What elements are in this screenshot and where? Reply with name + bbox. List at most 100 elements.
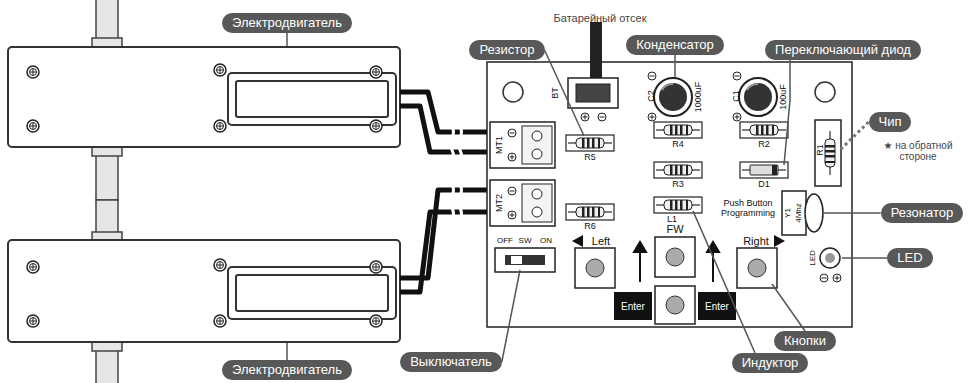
motor-body <box>8 47 400 342</box>
board-label: C2 <box>647 90 657 102</box>
board-label: FW <box>666 223 683 235</box>
callout-text: Электродвигатель <box>232 15 342 30</box>
callout-text: Индуктор <box>742 355 799 370</box>
board-label: 4Mhz <box>795 203 804 223</box>
board-label: R1 <box>816 144 826 156</box>
screw <box>214 120 226 132</box>
leader-line <box>286 33 288 46</box>
board-label: BT <box>551 87 561 99</box>
plus-mark <box>833 274 841 282</box>
board-label: ★ на обратной стороне <box>872 140 964 162</box>
motor-connector <box>490 122 555 226</box>
leader-line <box>286 343 288 360</box>
leader-line <box>674 55 676 77</box>
screw <box>370 120 382 132</box>
resistor-symbol <box>654 122 702 138</box>
screw <box>27 120 39 132</box>
minus-mark <box>648 72 656 80</box>
plus-mark <box>648 113 656 121</box>
callout-pill: Выключатель <box>400 352 502 372</box>
board-label: R2 <box>758 140 770 150</box>
resonator-symbol <box>782 191 823 235</box>
minus-mark <box>820 274 828 282</box>
direction-arrow <box>572 235 785 282</box>
callout-pill: Резистор <box>469 40 544 60</box>
callout-text: Чип <box>879 114 902 129</box>
minus-mark <box>598 113 606 121</box>
callout-pill: Резонатор <box>881 203 963 223</box>
board-label: OFF <box>497 237 513 246</box>
board-label: LED <box>809 250 818 266</box>
leader-line <box>784 60 790 165</box>
screw <box>370 315 382 327</box>
board-label: SW <box>519 237 532 246</box>
callout-pill: Конденсатор <box>626 35 724 55</box>
minus-mark <box>733 72 741 80</box>
battery-connector <box>576 84 610 102</box>
motor-wire <box>400 92 500 292</box>
board-label: Right <box>743 235 769 247</box>
leader-line <box>545 50 584 136</box>
board-label: Enter <box>705 301 729 312</box>
screw <box>27 261 39 273</box>
screw <box>214 64 226 76</box>
plus-mark <box>508 211 516 219</box>
board-label: Left <box>592 235 610 247</box>
resistor-symbol <box>825 131 835 175</box>
board-label: MT1 <box>495 136 505 154</box>
board-label: MT2 <box>495 194 505 212</box>
chip-footprint <box>815 120 841 186</box>
resistor-symbol <box>566 204 614 220</box>
plus-mark <box>733 113 741 121</box>
board-label: ON <box>540 237 552 246</box>
minus-mark <box>508 187 516 195</box>
resistor-symbol <box>654 162 702 178</box>
callout-text: Кнопки <box>784 333 826 348</box>
callout-text: Переключающий диод <box>775 42 911 57</box>
callout-text: Резистор <box>479 42 534 57</box>
leader-line <box>842 257 887 259</box>
resistor-symbol <box>566 135 614 151</box>
leader-line <box>693 211 755 353</box>
screw <box>370 66 382 78</box>
board-label: Push Button Programming <box>713 199 783 219</box>
board-label: Батарейный отсек <box>554 12 647 24</box>
pcb-board <box>487 62 852 327</box>
callout-text: Выключатель <box>410 354 492 369</box>
leader-line <box>824 212 881 214</box>
plus-mark <box>581 113 589 121</box>
component-symbols <box>27 64 841 327</box>
screw <box>370 261 382 273</box>
leader-line <box>502 270 520 362</box>
plus-mark <box>508 153 516 161</box>
screw <box>214 259 226 271</box>
board-label: R3 <box>672 180 684 190</box>
callout-text: LED <box>897 250 922 265</box>
callout-pill: Чип <box>869 112 912 132</box>
screw <box>27 66 39 78</box>
board-label: Enter <box>621 301 645 312</box>
slide-switch <box>495 248 555 272</box>
board-label: 1000uF <box>694 82 704 113</box>
capacitor-symbol <box>654 78 777 116</box>
callout-text: Конденсатор <box>636 37 714 52</box>
enter-plate <box>614 292 736 320</box>
battery-connector <box>568 78 618 108</box>
callout-pill: Кнопки <box>774 331 836 351</box>
push-button <box>575 237 777 324</box>
screw <box>214 315 226 327</box>
leader-line <box>840 122 869 150</box>
callout-text: Электродвигатель <box>232 362 342 377</box>
diode-symbol <box>740 162 788 178</box>
callout-pill: Электродвигатель <box>222 360 352 380</box>
callout-pill: Электродвигатель <box>222 13 352 33</box>
inductor-symbol <box>654 197 702 213</box>
board-label: C1 <box>732 90 742 102</box>
board-label: 100uF <box>779 84 789 110</box>
wire-break <box>451 126 462 220</box>
leader-line <box>772 284 805 331</box>
led-symbol <box>820 248 840 268</box>
minus-mark <box>508 129 516 137</box>
board-label: R4 <box>672 140 684 150</box>
